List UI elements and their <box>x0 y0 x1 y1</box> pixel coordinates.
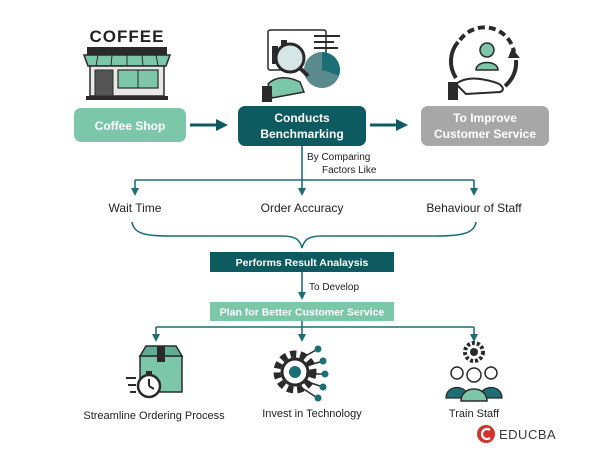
outcome-train-staff: Train Staff <box>449 408 500 420</box>
package-stopwatch-icon <box>126 345 184 399</box>
comparing-note-line2: Factors Like <box>322 165 377 176</box>
factor-wait-time: Wait Time <box>109 201 162 215</box>
brand-name: EDUCBA <box>499 427 556 442</box>
brand-logo: EDUCBA <box>477 425 556 443</box>
comparing-note-line1: By Comparing <box>307 152 370 163</box>
analysis-bar: Performs Result Analaysis <box>210 252 394 272</box>
analysis-label: Performs Result Analaysis <box>236 257 369 269</box>
plan-label: Plan for Better Customer Service <box>220 307 385 319</box>
benchmarking-box: Conducts Benchmarking <box>238 106 366 146</box>
outcome-branch <box>152 321 478 342</box>
coffee-shop-label: Coffee Shop <box>95 119 166 133</box>
gear-circuit-icon <box>273 345 329 402</box>
improve-service-label-line1: To Improve <box>453 111 517 125</box>
plan-bar: Plan for Better Customer Service <box>210 302 394 321</box>
outcome-streamline: Streamline Ordering Process <box>83 410 225 422</box>
improve-service-label-line2: Customer Service <box>434 127 536 141</box>
coffee-shop-box: Coffee Shop <box>74 108 186 142</box>
coffee-shop-icon: COFFEE <box>82 27 172 100</box>
outcome-invest-technology: Invest in Technology <box>262 408 362 420</box>
benchmarking-label-line1: Conducts <box>274 111 330 125</box>
improve-service-box: To Improve Customer Service <box>421 106 549 146</box>
benchmarking-label-line2: Benchmarking <box>260 127 343 141</box>
factors-brace <box>131 221 477 249</box>
factor-behaviour-of-staff: Behaviour of Staff <box>426 201 522 215</box>
team-gear-icon <box>445 341 503 402</box>
factor-order-accuracy: Order Accuracy <box>261 201 344 215</box>
to-develop-note: To Develop <box>309 282 359 293</box>
educba-logo-icon <box>477 425 495 443</box>
customer-service-cycle-icon <box>448 25 520 100</box>
coffee-sign-text: COFFEE <box>90 27 165 46</box>
factor-branch <box>131 179 478 196</box>
benchmark-analytics-icon <box>262 29 341 102</box>
